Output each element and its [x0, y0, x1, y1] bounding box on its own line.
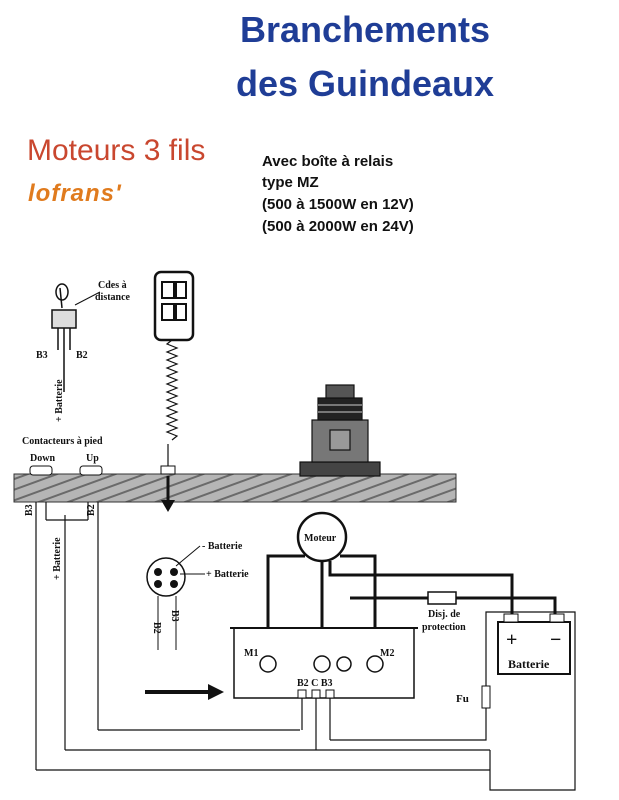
foot-switch-down — [29, 465, 53, 476]
info-line-1: Avec boîte à relais — [262, 153, 394, 170]
cable-pass-arrow — [161, 476, 175, 512]
minus-batt-label: - Batterie — [202, 541, 243, 552]
battery-frame-wires — [485, 611, 576, 791]
m1-label: M1 — [244, 648, 258, 659]
foot-up-label: Up — [86, 453, 99, 464]
terminal-c-small — [311, 689, 321, 699]
terminals-label: B2 C B3 — [297, 678, 333, 689]
batt-plus-remote: + Batterie — [54, 379, 65, 422]
terminal-m2 — [366, 655, 384, 673]
b3-label-plug: B3 — [169, 610, 180, 622]
page-title-line2: des Guindeaux — [235, 63, 495, 104]
m2-label: M2 — [380, 648, 394, 659]
info-line-4: (500 à 2000W en 24V) — [262, 218, 414, 235]
b2-label-top: B2 — [76, 350, 88, 361]
battery-plus: + — [506, 629, 517, 651]
deck-section — [13, 473, 457, 503]
connector-plug — [146, 545, 205, 650]
protection-label: protection — [422, 622, 466, 633]
terminal-m1 — [259, 655, 277, 673]
batt-plus-foot: + Batterie — [52, 537, 63, 580]
subtitle: Moteurs 3 fils — [27, 134, 206, 167]
brand-logo: lofrans' — [28, 180, 122, 207]
info-line-2: type MZ — [262, 174, 319, 191]
battery-minus: − — [550, 629, 561, 651]
battery-label: Batterie — [508, 657, 550, 671]
disj-label: Disj. de — [428, 609, 461, 620]
b3-label-foot: B3 — [24, 504, 35, 516]
remote-handset — [153, 270, 195, 475]
fuse — [481, 685, 491, 709]
foot-switches-label: Contacteurs à pied — [22, 436, 103, 447]
remote-label-2: distance — [95, 292, 131, 303]
relay-control-wires — [301, 698, 487, 750]
foot-switch-up — [79, 465, 103, 476]
protection-breaker — [427, 591, 457, 605]
to-relay-arrow — [145, 684, 224, 700]
windlass — [299, 384, 381, 477]
info-line-3: (500 à 1500W en 12V) — [262, 196, 414, 213]
remote-label: Cdes à — [98, 280, 127, 291]
b2-label-foot: B2 — [86, 504, 97, 516]
foot-switch-wires — [35, 502, 490, 771]
remote-toggle-switch — [51, 283, 77, 392]
b3-label-top: B3 — [36, 350, 48, 361]
fuse-label: Fu — [456, 693, 469, 705]
terminal-b3 — [325, 689, 335, 699]
protection-line — [350, 596, 557, 620]
battery — [497, 613, 571, 675]
plus-batt-label: + Batterie — [206, 569, 249, 580]
b2-label-plug: B2 — [151, 622, 162, 634]
terminal-plus — [336, 656, 352, 672]
page-title-line1: Branchements — [239, 9, 491, 50]
motor-label: Moteur — [304, 533, 337, 544]
terminal-c — [313, 655, 331, 673]
terminal-b2 — [297, 689, 307, 699]
foot-down-label: Down — [30, 453, 55, 464]
